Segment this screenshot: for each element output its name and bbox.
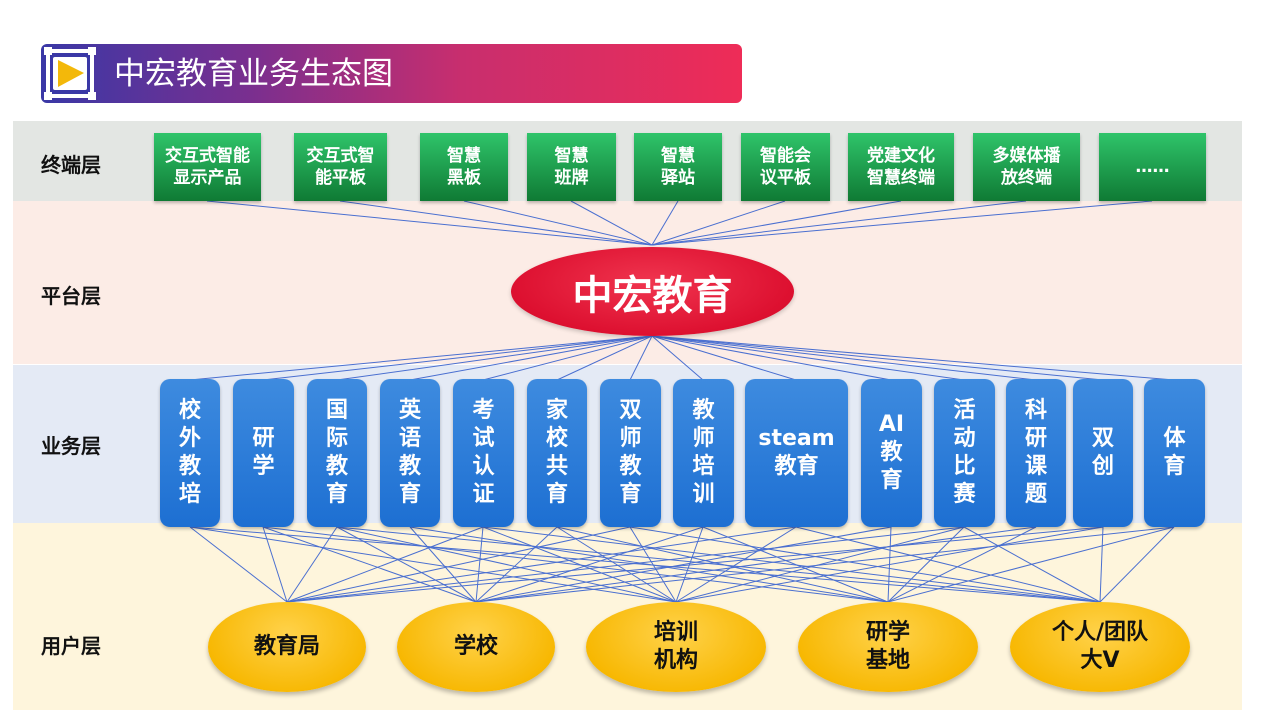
connector-line <box>286 526 965 603</box>
connector-line <box>651 335 892 381</box>
business-box: steam 教育 <box>745 379 848 527</box>
connector-line <box>286 526 631 603</box>
business-box: 研 学 <box>233 379 294 527</box>
user-ellipse: 研学 基地 <box>798 602 978 692</box>
connector-line <box>651 200 786 246</box>
connector-line <box>189 526 288 603</box>
connector-line <box>556 335 653 381</box>
connector-line <box>482 526 677 603</box>
connector-line <box>1099 526 1175 603</box>
connector-line <box>675 526 1104 603</box>
connector-line <box>675 526 797 603</box>
connector-line <box>189 335 653 381</box>
hub-ellipse: 中宏教育 <box>511 247 794 336</box>
terminal-box: 智慧 班牌 <box>527 133 616 201</box>
connector-line <box>336 526 477 603</box>
platform-layer-label: 平台层 <box>41 284 101 308</box>
connector-line <box>651 200 1153 246</box>
user-ellipse: 个人/团队 大V <box>1010 602 1190 692</box>
connector-line <box>675 526 704 603</box>
connector-line <box>556 526 677 603</box>
connector-line <box>629 335 653 381</box>
terminal-box: 多媒体播 放终端 <box>973 133 1080 201</box>
terminal-box: 交互式智 能平板 <box>294 133 387 201</box>
business-box: 活 动 比 赛 <box>934 379 995 527</box>
user-ellipse: 学校 <box>397 602 555 692</box>
terminal-box: 党建文化 智慧终端 <box>848 133 954 201</box>
connector-line <box>475 526 1175 603</box>
connector-line <box>262 526 288 603</box>
business-box: 双 创 <box>1073 379 1133 527</box>
connector-line <box>887 526 1037 603</box>
connector-line <box>336 526 1101 603</box>
business-box: 英 语 教 育 <box>380 379 440 527</box>
connector-line <box>336 335 653 381</box>
connector-line <box>1099 526 1104 603</box>
connector-line <box>475 526 558 603</box>
connector-line <box>651 335 704 381</box>
connector-line <box>463 200 653 246</box>
connector-line <box>887 526 965 603</box>
user-ellipse: 教育局 <box>208 602 366 692</box>
connector-line <box>482 526 1101 603</box>
connector-line <box>475 526 892 603</box>
business-box: 家 校 共 育 <box>527 379 587 527</box>
connector-line <box>651 335 797 381</box>
connector-line <box>286 526 797 603</box>
business-layer-label: 业务层 <box>41 434 101 458</box>
user-layer-label: 用户层 <box>41 634 101 658</box>
terminal-box: 交互式智能 显示产品 <box>154 133 261 201</box>
connector-line <box>651 335 1037 381</box>
connector-line <box>887 526 1175 603</box>
connector-line <box>675 526 965 603</box>
connector-line <box>482 335 653 381</box>
connector-line <box>262 526 477 603</box>
connector-line <box>336 526 677 603</box>
business-box: 体 育 <box>1144 379 1205 527</box>
connector-line <box>206 200 653 246</box>
business-box: 教 师 培 训 <box>673 379 734 527</box>
terminal-layer-label: 终端层 <box>41 153 101 177</box>
connector-line <box>475 526 1037 603</box>
connector-line <box>629 526 677 603</box>
business-box: AI 教 育 <box>861 379 922 527</box>
page-title: 中宏教育业务生态图 <box>114 56 393 92</box>
connector-line <box>651 200 1027 246</box>
connector-line <box>286 526 1104 603</box>
logo-icon <box>44 47 96 100</box>
connector-line <box>339 200 653 246</box>
connector-line <box>409 526 889 603</box>
connector-line <box>702 526 889 603</box>
connector-line <box>795 526 1101 603</box>
terminal-box: 智慧 驿站 <box>634 133 722 201</box>
connector-line <box>651 335 1175 381</box>
business-box: 双 师 教 育 <box>600 379 661 527</box>
connector-line <box>475 526 704 603</box>
connector-line <box>570 200 653 246</box>
connector-line <box>651 200 679 246</box>
user-ellipse: 培训 机构 <box>586 602 766 692</box>
business-box: 校 外 教 培 <box>160 379 220 527</box>
connector-line <box>189 526 1101 603</box>
terminal-box: 智慧 黑板 <box>420 133 508 201</box>
terminal-box: 智能会 议平板 <box>741 133 830 201</box>
connector-line <box>651 335 1104 381</box>
connector-line <box>262 526 889 603</box>
connector-line <box>556 526 889 603</box>
connector-line <box>651 335 965 381</box>
title-banner <box>41 44 742 103</box>
connector-line <box>409 526 477 603</box>
connector-line <box>651 200 902 246</box>
connector-line <box>286 526 484 603</box>
connector-line <box>262 335 653 381</box>
business-box: 考 试 认 证 <box>453 379 514 527</box>
business-box: 科 研 课 题 <box>1006 379 1066 527</box>
business-box: 国 际 教 育 <box>307 379 367 527</box>
connector-line <box>286 526 338 603</box>
connector-line <box>475 526 484 603</box>
connector-line <box>189 526 677 603</box>
connector-line <box>409 335 653 381</box>
terminal-box: …… <box>1099 133 1206 201</box>
